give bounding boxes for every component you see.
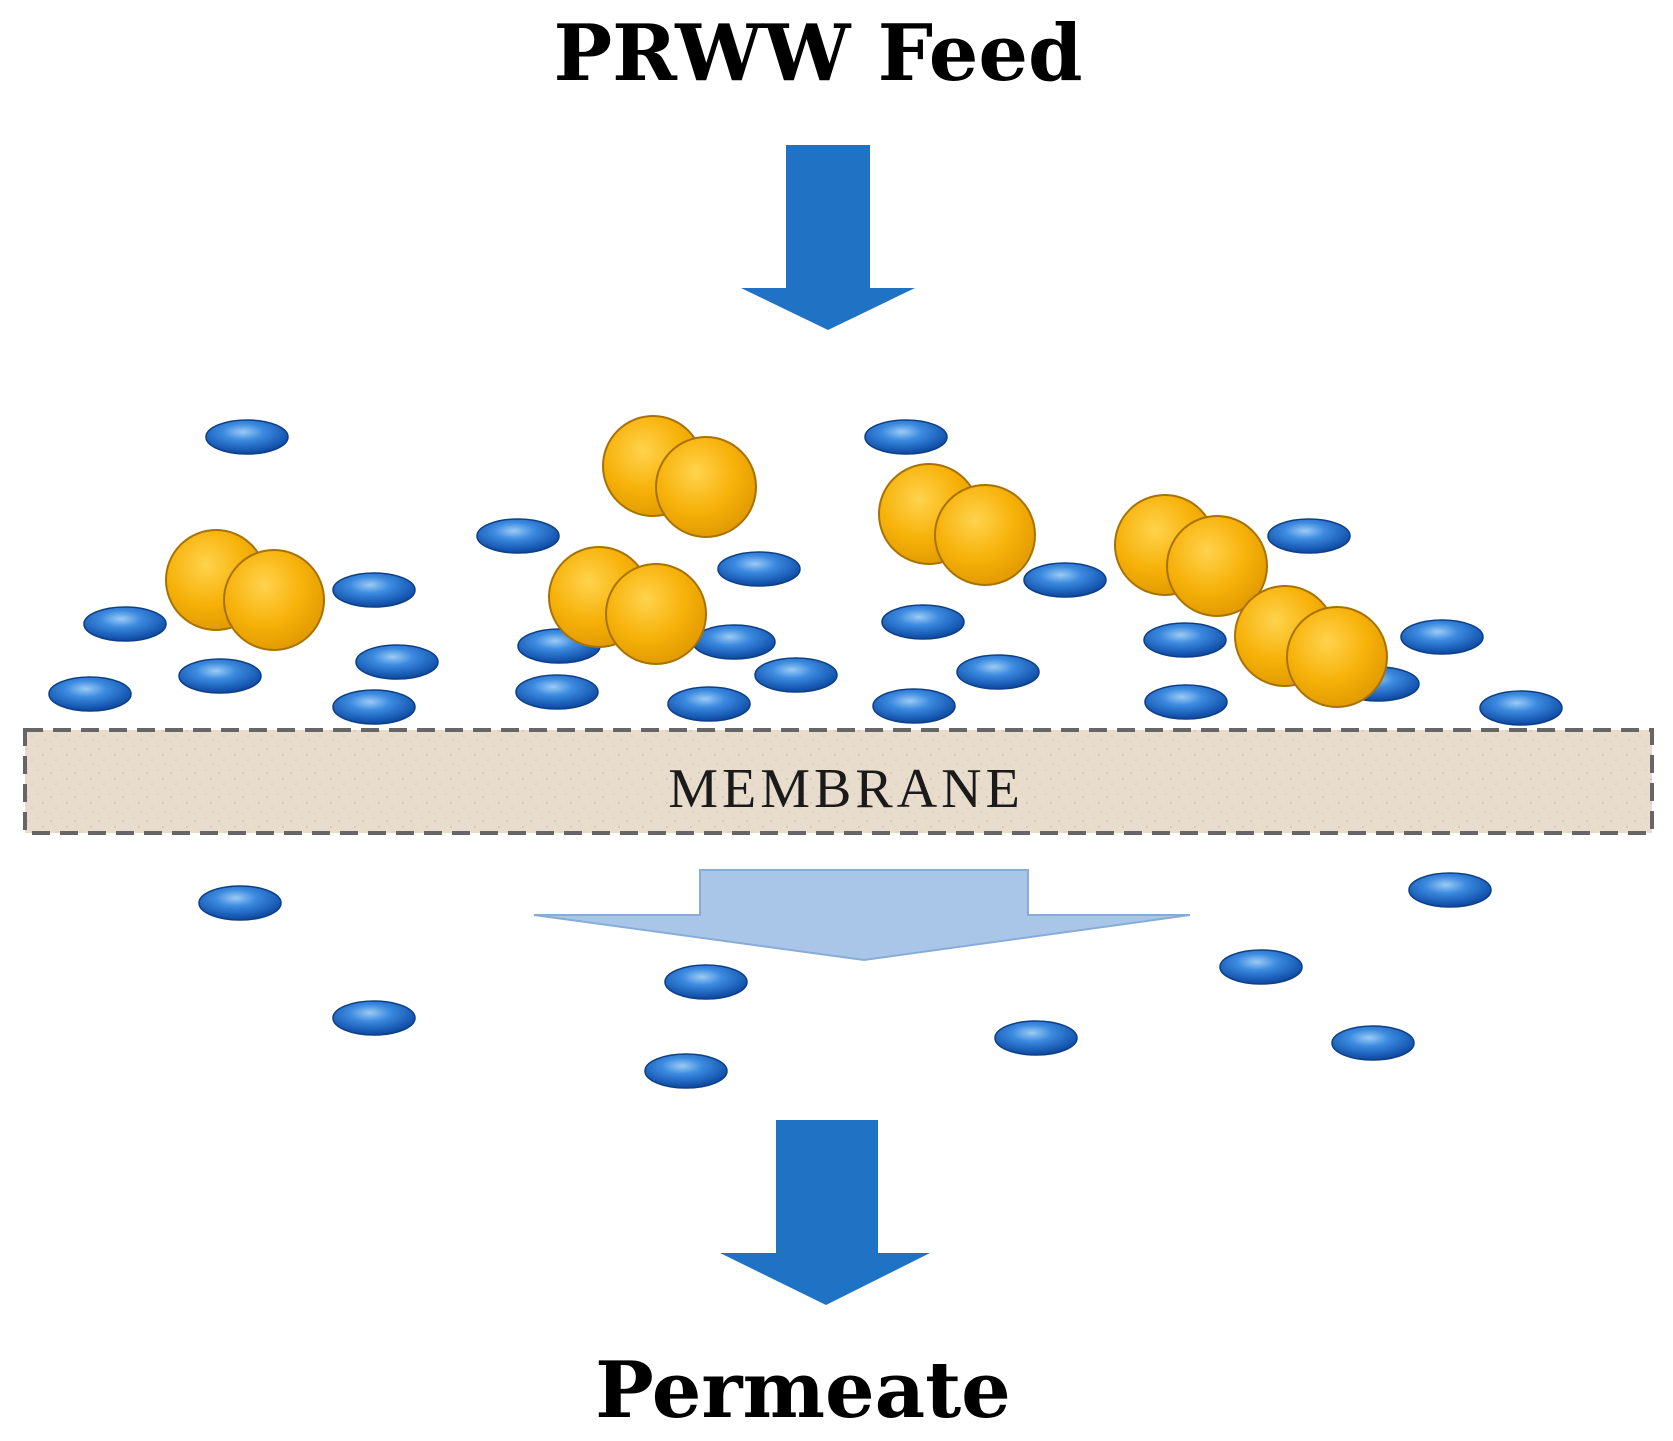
- water-molecule: [754, 657, 838, 693]
- water-molecule: [667, 686, 751, 722]
- water-molecule: [332, 689, 416, 725]
- water-molecule: [332, 572, 416, 608]
- water-molecule: [476, 518, 560, 554]
- water-molecule: [1143, 622, 1227, 658]
- water-molecule: [1408, 872, 1492, 908]
- water-molecule: [994, 1020, 1078, 1056]
- water-molecule: [178, 658, 262, 694]
- water-molecule: [48, 676, 132, 712]
- permeate-arrow-icon: [720, 1120, 930, 1305]
- water-molecule: [1267, 518, 1351, 554]
- feed-label: PRWW Feed: [553, 8, 1082, 99]
- water-molecule: [1400, 619, 1484, 655]
- water-molecule: [644, 1053, 728, 1089]
- water-molecule: [205, 419, 289, 455]
- water-molecule: [1219, 949, 1303, 985]
- water-molecule: [332, 1000, 416, 1036]
- water-molecule: [956, 654, 1040, 690]
- water-molecule: [1023, 562, 1107, 598]
- water-molecule: [881, 604, 965, 640]
- foulant-particle: [1286, 606, 1388, 708]
- water-molecule: [664, 964, 748, 1000]
- water-molecule: [515, 674, 599, 710]
- water-molecule: [872, 688, 956, 724]
- particles-layer: [48, 415, 1563, 1089]
- membrane-label: MEMBRANE: [668, 758, 1024, 820]
- water-molecule: [1144, 684, 1228, 720]
- foulant-particle: [1166, 515, 1268, 617]
- water-molecule: [355, 644, 439, 680]
- water-molecule: [198, 885, 282, 921]
- feed-arrow-icon: [741, 145, 915, 330]
- water-molecule: [1331, 1025, 1415, 1061]
- foulant-particle: [934, 484, 1036, 586]
- foulant-particle: [605, 563, 707, 665]
- water-molecule: [83, 606, 167, 642]
- permeate-label: Permeate: [595, 1345, 1011, 1436]
- permeate-flow-arrow-icon: [533, 869, 1191, 962]
- foulant-particle: [655, 436, 757, 538]
- foulant-particle: [223, 549, 325, 651]
- water-molecule: [1479, 690, 1563, 726]
- water-molecule: [717, 551, 801, 587]
- water-molecule: [692, 624, 776, 660]
- membrane: MEMBRANE: [23, 728, 1654, 835]
- water-molecule: [864, 419, 948, 455]
